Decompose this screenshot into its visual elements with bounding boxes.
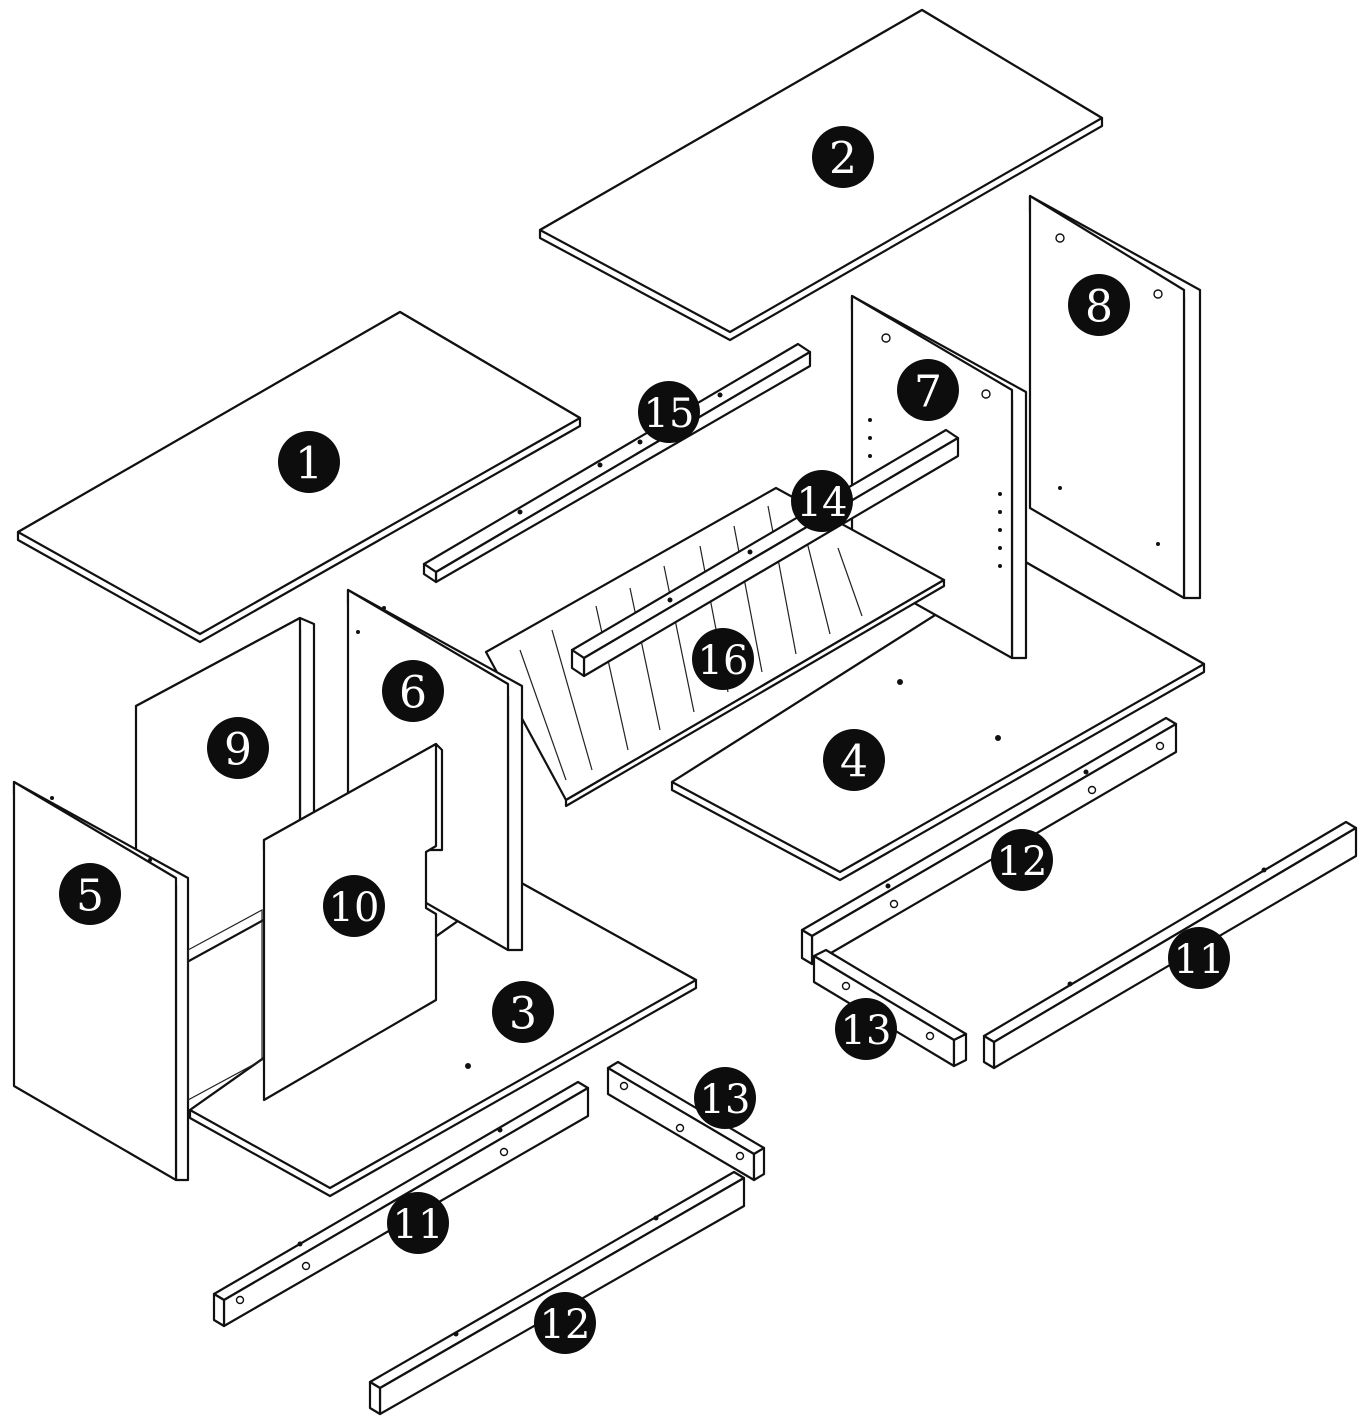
callout-11-left: 11 — [387, 1192, 449, 1254]
callout-11-left-label: 11 — [393, 1202, 444, 1248]
callout-10: 10 — [323, 875, 385, 937]
callout-2-label: 2 — [829, 134, 857, 185]
callout-16-label: 16 — [698, 638, 749, 684]
callout-1-label: 1 — [295, 439, 323, 490]
callout-3: 3 — [492, 981, 554, 1043]
callout-13-right: 13 — [835, 998, 897, 1060]
callout-12-right: 12 — [991, 829, 1053, 891]
callout-8-label: 8 — [1085, 282, 1113, 333]
callout-7: 7 — [897, 359, 959, 421]
callout-8: 8 — [1068, 274, 1130, 336]
panel-5 — [12, 780, 263, 1182]
callout-12-left: 12 — [534, 1292, 596, 1354]
callout-4: 4 — [823, 729, 885, 791]
callout-6: 6 — [382, 660, 444, 722]
callout-6-label: 6 — [399, 668, 427, 719]
rail-13-left — [606, 1060, 766, 1182]
callout-3-label: 3 — [509, 989, 537, 1040]
callout-11-right: 11 — [1168, 927, 1230, 989]
callout-4-label: 4 — [840, 737, 868, 788]
callout-10-label: 10 — [329, 885, 380, 931]
rail-12-right — [800, 716, 1178, 966]
callout-13-left-label: 13 — [700, 1077, 751, 1123]
callout-15: 15 — [638, 381, 700, 443]
callout-16: 16 — [692, 628, 754, 690]
callout-7-label: 7 — [914, 367, 942, 418]
callout-2: 2 — [812, 126, 874, 188]
callout-14: 14 — [791, 470, 853, 532]
panel-8 — [1028, 194, 1202, 600]
callout-12-right-label: 12 — [997, 839, 1048, 885]
callout-12-left-label: 12 — [540, 1302, 591, 1348]
callout-9-label: 9 — [224, 725, 252, 776]
callout-5: 5 — [59, 863, 121, 925]
callout-14-label: 14 — [797, 480, 848, 526]
callout-9: 9 — [207, 717, 269, 779]
callout-15-label: 15 — [644, 391, 695, 437]
callout-13-right-label: 13 — [841, 1008, 892, 1054]
callout-13-left: 13 — [694, 1067, 756, 1129]
callout-5-label: 5 — [76, 871, 104, 922]
callout-11-right-label: 11 — [1174, 937, 1225, 983]
callout-1: 1 — [278, 431, 340, 493]
